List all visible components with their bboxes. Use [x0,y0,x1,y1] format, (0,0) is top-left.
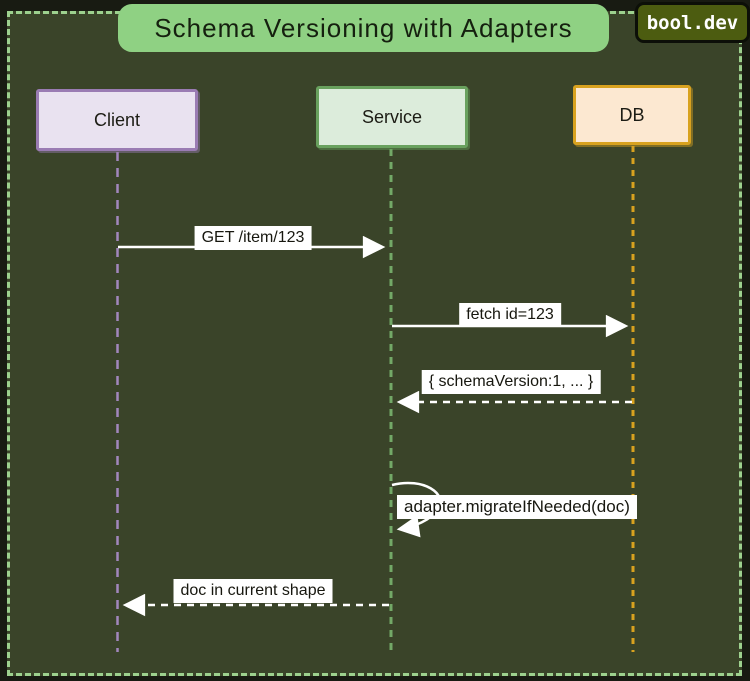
message-label-self-call: adapter.migrateIfNeeded(doc) [397,495,637,519]
message-label-schema-version-return: { schemaVersion:1, ... } [421,370,601,394]
brand-badge: bool.dev [635,2,750,43]
message-label-get-item: GET /item/123 [194,226,312,250]
actor-label-client: Client [93,109,141,130]
actor-box-service: Service [316,86,468,148]
message-label-fetch-id: fetch id=123 [459,303,561,327]
actor-box-client: Client [36,89,198,151]
diagram-title: Schema Versioning with Adapters [118,4,609,52]
message-label-doc-return: doc in current shape [173,579,333,603]
actor-box-db: DB [573,85,691,145]
actor-label-db: DB [619,104,645,125]
actor-label-service: Service [361,106,423,127]
